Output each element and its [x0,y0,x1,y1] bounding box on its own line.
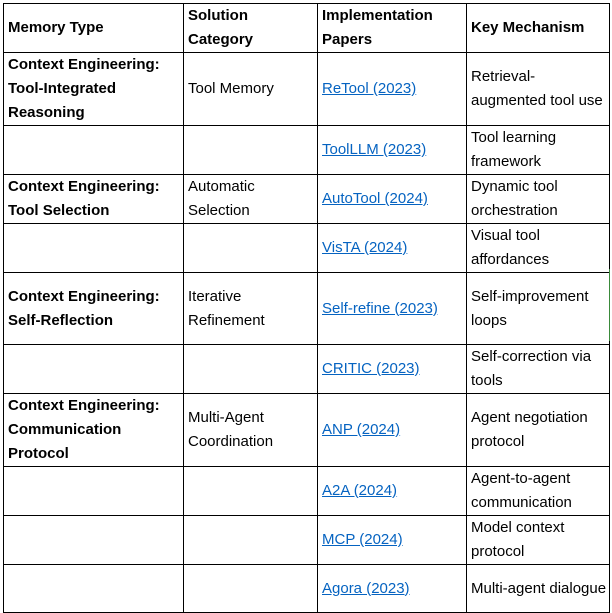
mechanism-cell: Self-improvement loops [466,272,610,345]
solution-category-cell [183,515,318,565]
table-row: Context Engineering: Communication Proto… [3,393,610,467]
solution-category-cell [183,466,318,516]
table-row: Context Engineering: Tool-Integrated Rea… [3,52,610,126]
paper-cell: Self-refine (2023) [317,272,467,345]
mechanism-cell: Agent-to-agent communication [466,466,610,516]
paper-cell: MCP (2024) [317,515,467,565]
paper-link[interactable]: MCP (2024) [322,531,403,548]
paper-link[interactable]: ToolLLM (2023) [322,141,427,158]
mechanism-cell: Model context protocol [466,515,610,565]
solution-category-cell [183,223,318,273]
memory-type-cell [3,125,184,175]
memory-type-cell: Context Engineering: Tool Selection [3,174,184,224]
memory-type-cell [3,515,184,565]
solution-category-cell: Automatic Selection [183,174,318,224]
solution-category-cell: Multi-Agent Coordination [183,393,318,467]
solution-category-cell: Iterative Refinement [183,272,318,345]
paper-link[interactable]: CRITIC (2023) [322,360,420,377]
mechanism-cell: Tool learning framework [466,125,610,175]
header-implementation-papers: Implementation Papers [317,3,467,53]
paper-link[interactable]: VisTA (2024) [322,239,408,256]
mechanism-cell: Dynamic tool orchestration [466,174,610,224]
paper-cell: ReTool (2023) [317,52,467,126]
header-row: Memory Type Solution Category Implementa… [3,3,610,53]
memory-type-cell: Context Engineering: Communication Proto… [3,393,184,467]
table-row: Context Engineering: Self-Reflection Ite… [3,272,610,345]
paper-link[interactable]: A2A (2024) [322,482,398,499]
memory-type-cell: Context Engineering: Self-Reflection [3,272,184,345]
paper-cell: CRITIC (2023) [317,344,467,394]
mechanism-cell: Retrieval-augmented tool use [466,52,610,126]
memory-type-cell [3,223,184,273]
solution-category-cell: Tool Memory [183,52,318,126]
mechanism-cell: Agent negotiation protocol [466,393,610,467]
paper-link[interactable]: ANP (2024) [322,421,401,438]
header-memory-type: Memory Type [3,3,184,53]
solution-category-cell [183,344,318,394]
paper-link[interactable]: Agora (2023) [322,579,410,597]
paper-cell: VisTA (2024) [317,223,467,273]
paper-cell: Agora (2023) [317,564,467,613]
paper-link[interactable]: AutoTool (2024) [322,190,428,207]
memory-type-cell [3,344,184,394]
green-edge-mark [609,269,610,341]
table-row: Context Engineering: Tool Selection Auto… [3,174,610,224]
mechanism-cell: Visual tool affordances [466,223,610,273]
solution-category-cell [183,564,318,613]
paper-link[interactable]: ReTool (2023) [322,80,417,97]
table-row: ToolLLM (2023) Tool learning framework [3,125,610,175]
memory-type-cell [3,564,184,613]
mechanism-cell: Self-correction via tools [466,344,610,394]
table-row: VisTA (2024) Visual tool affordances [3,223,610,273]
paper-link[interactable]: Self-refine (2023) [322,299,438,317]
memory-type-cell: Context Engineering: Tool-Integrated Rea… [3,52,184,126]
table-row: A2A (2024) Agent-to-agent communication [3,466,610,516]
table-row: MCP (2024) Model context protocol [3,515,610,565]
table-row: CRITIC (2023) Self-correction via tools [3,344,610,394]
header-key-mechanism: Key Mechanism [466,3,610,53]
table-row: Agora (2023) Multi-agent dialogue [3,564,610,613]
mechanism-cell: Multi-agent dialogue [466,564,610,613]
paper-cell: ToolLLM (2023) [317,125,467,175]
paper-cell: ANP (2024) [317,393,467,467]
paper-cell: A2A (2024) [317,466,467,516]
paper-cell: AutoTool (2024) [317,174,467,224]
memory-table: Memory Type Solution Category Implementa… [3,3,610,613]
solution-category-cell [183,125,318,175]
memory-type-cell [3,466,184,516]
header-solution-category: Solution Category [183,3,318,53]
